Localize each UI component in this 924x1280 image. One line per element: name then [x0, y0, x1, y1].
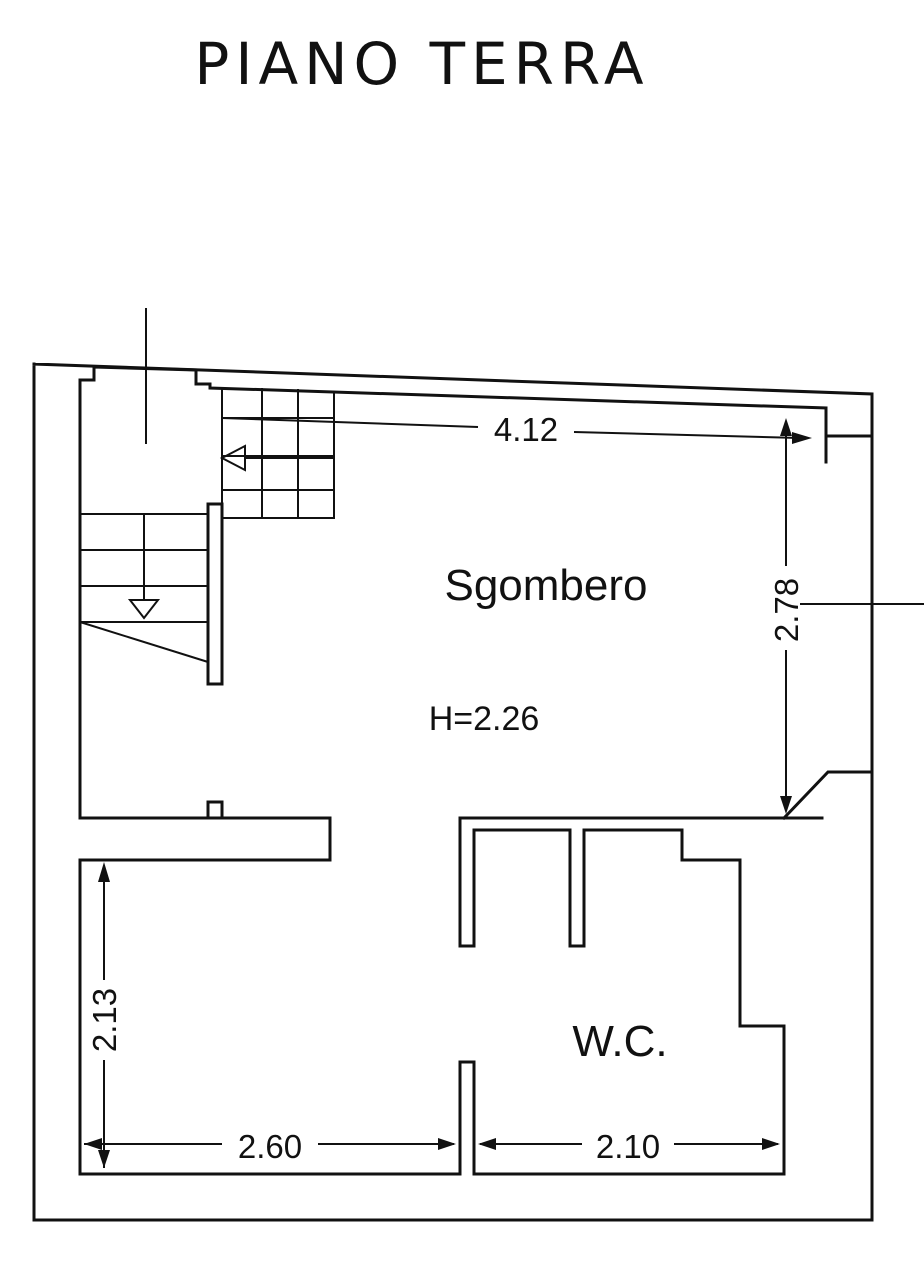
inner-wall-top — [78, 365, 828, 410]
room-name-sgombero: Sgombero — [444, 561, 647, 610]
inner-wall-left — [78, 378, 460, 1176]
upper-stair-outline — [221, 388, 335, 519]
stair-arrow-left-icon — [219, 444, 246, 472]
dim-right-height: 2.78 — [768, 578, 805, 642]
corner-chamfer — [781, 770, 874, 821]
stair-handrail — [206, 502, 224, 686]
wall-stub — [206, 800, 224, 820]
room-height-label: H=2.26 — [429, 700, 540, 738]
plan-title: PIANO TERRA — [194, 30, 649, 98]
stair-arrow-down-icon — [127, 599, 161, 620]
dim-bottom-right-width: 2.10 — [596, 1128, 660, 1165]
dim-bottom-left-width: 2.60 — [238, 1128, 302, 1165]
room-name-wc: W.C. — [572, 1017, 667, 1066]
outer-wall — [32, 362, 874, 1222]
dim-left-height: 2.13 — [86, 988, 123, 1052]
wc-walls — [458, 816, 786, 1176]
dim-top-width: 4.12 — [494, 411, 558, 448]
